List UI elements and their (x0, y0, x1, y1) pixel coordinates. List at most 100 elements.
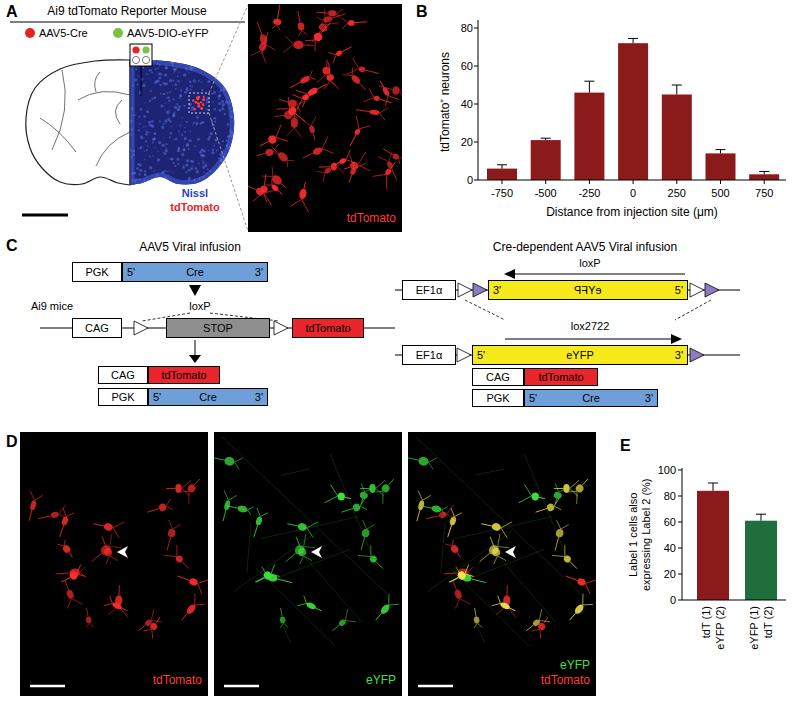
nissl-dot (161, 171, 164, 174)
tick (720, 180, 721, 184)
soma (438, 511, 447, 518)
nissl-dot (189, 85, 191, 87)
gene-box: tdTomato (148, 366, 220, 384)
soma (297, 22, 305, 31)
box-text: 3' (675, 349, 683, 361)
nissl-dot (201, 176, 202, 177)
category-label: eYFP (1) (748, 606, 761, 650)
soma (262, 570, 273, 581)
dendrite (570, 561, 577, 568)
nissl-dot (153, 137, 156, 140)
dendrite (248, 185, 256, 190)
injection-cell (193, 108, 195, 110)
strain-label: Ai9 mice (31, 300, 73, 313)
dendrite (329, 62, 330, 74)
dendrite (265, 42, 275, 53)
soma (335, 50, 343, 57)
neuron (470, 607, 482, 629)
injection-cell (194, 101, 197, 104)
dendrite (423, 494, 431, 502)
error-bar (589, 81, 590, 92)
gene-box: 5'Cre3' (524, 389, 658, 407)
scale-bar (224, 685, 259, 688)
nissl-dot (163, 93, 166, 96)
dendrite (290, 197, 301, 208)
nissl-dot (225, 144, 228, 147)
bar (706, 153, 736, 180)
dendrite (148, 508, 160, 512)
soma (574, 483, 585, 494)
nissl-dot (189, 131, 191, 133)
nissl-dot (153, 170, 155, 172)
nissl-dot (212, 101, 214, 103)
fiber (455, 517, 552, 539)
neuron (563, 568, 596, 594)
soma (144, 618, 153, 627)
nissl-dot (227, 60, 230, 63)
nissl-dot (206, 108, 208, 110)
dendrite (277, 579, 291, 583)
box-text: 3' (255, 266, 263, 278)
tick (474, 180, 478, 181)
dendrite (570, 488, 578, 496)
dendrite (468, 567, 474, 572)
nissl-dot (198, 163, 200, 165)
soma (576, 577, 586, 586)
nissl-dot (170, 60, 173, 63)
nissl-dot (180, 63, 182, 65)
soma (186, 483, 197, 494)
nissl-dot (147, 145, 149, 147)
nissl-dot (152, 142, 154, 144)
box-text: eYFP (574, 284, 602, 296)
dendrite (429, 456, 437, 463)
error-cap (708, 483, 718, 484)
neuron (146, 499, 174, 518)
nissl-dot (169, 79, 172, 82)
error-bar (713, 483, 714, 491)
nissl-dot (138, 173, 140, 175)
dendrite (305, 528, 315, 538)
nissl-dot (207, 65, 209, 67)
dendrite (167, 537, 171, 550)
soma (380, 483, 391, 494)
soma (392, 152, 400, 160)
dendrite (427, 462, 434, 469)
nissl-dot (211, 151, 214, 154)
promoter-box: PGK (72, 262, 122, 282)
dendrite (539, 497, 545, 498)
nissl-dot (174, 163, 175, 164)
dendrite (454, 511, 462, 519)
dendrite (376, 488, 384, 496)
nissl-dot (155, 176, 157, 178)
leader-line (675, 300, 711, 320)
nissl-dot (222, 103, 225, 106)
dendrite (255, 508, 263, 517)
nissl-dot (166, 98, 167, 99)
box-text: CAG (111, 369, 135, 381)
nissl-dot (132, 85, 134, 87)
nissl-dot (179, 124, 181, 126)
nissl-dot (190, 160, 192, 162)
dendrite (197, 576, 208, 587)
soma (338, 618, 347, 627)
soma (349, 161, 359, 171)
arrow-shaft (512, 274, 685, 275)
dendrite (148, 629, 157, 638)
nissl-dot (220, 159, 222, 161)
neuron (286, 516, 319, 538)
nissl-dot (228, 146, 231, 149)
nissl-dot (197, 182, 199, 184)
nissl-dot (178, 71, 180, 73)
dendrite (331, 80, 340, 90)
dendrite (111, 528, 121, 538)
dendrite (552, 550, 565, 563)
nissl-dot (185, 171, 187, 173)
neuron (480, 516, 513, 538)
arrow-head (671, 334, 682, 344)
neuron (343, 116, 372, 150)
virus-dot (142, 46, 149, 53)
dendrite (65, 598, 75, 608)
panel-letter: C (6, 237, 18, 255)
dendrite (285, 553, 295, 562)
neuron (552, 544, 583, 575)
